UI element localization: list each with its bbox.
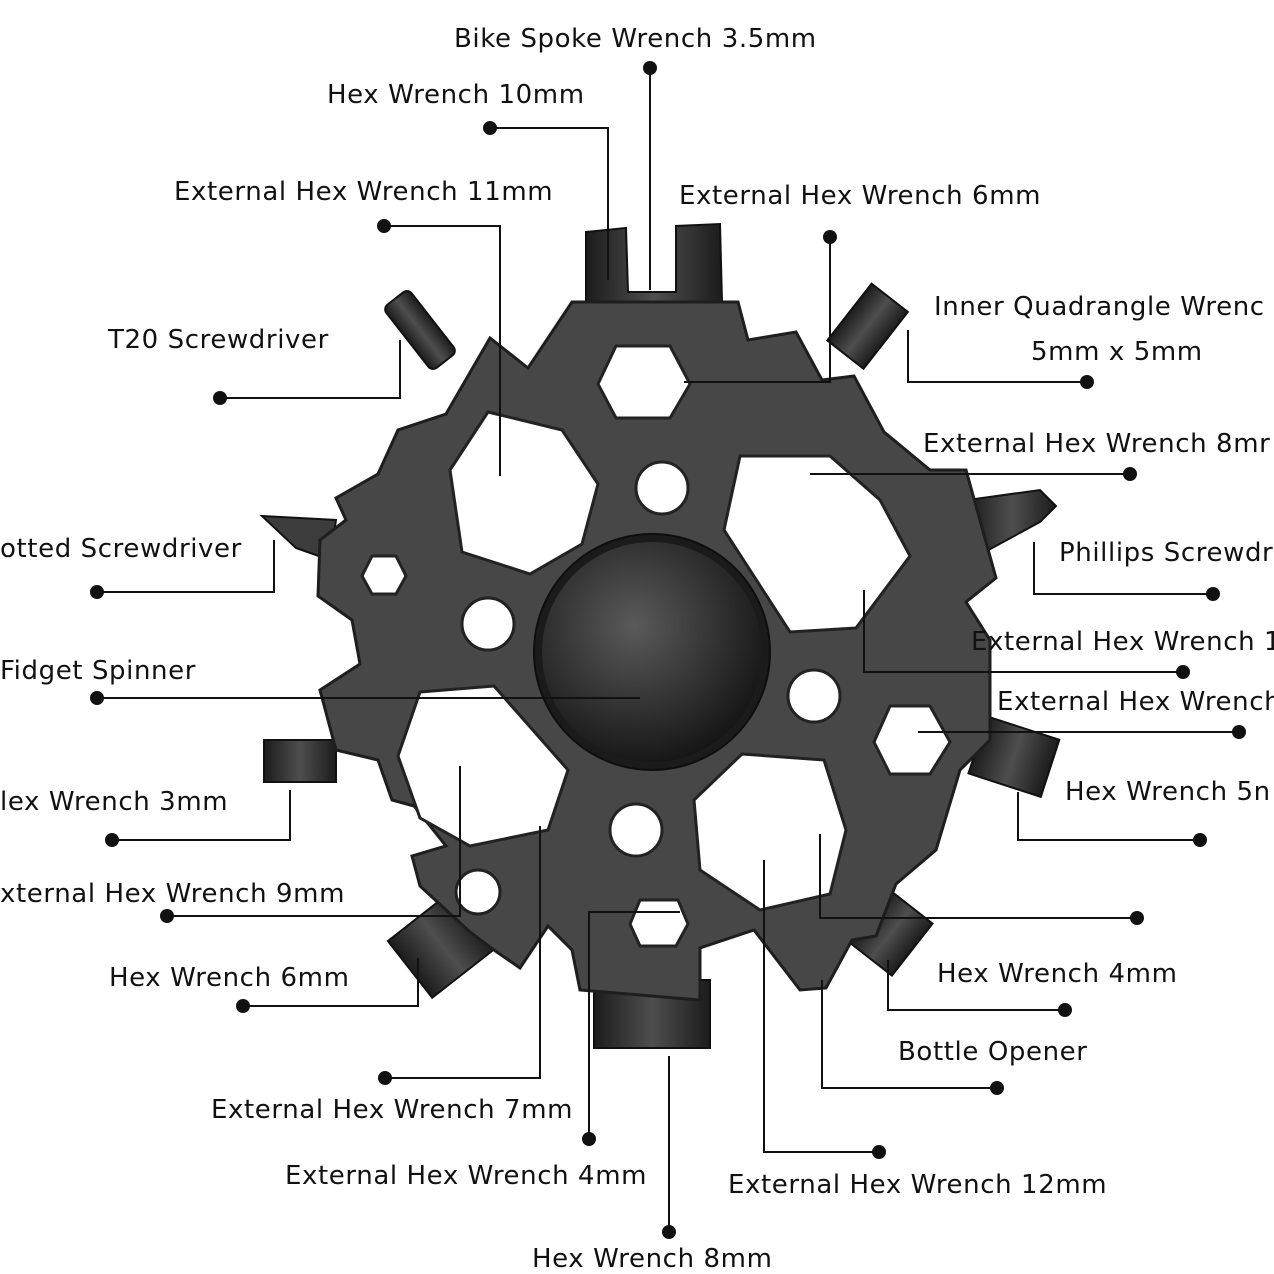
label-external-hex-wrench-1x: External Hex Wrench 1 [971,627,1274,657]
label-external-hex-wrench-4mm: External Hex Wrench 4mm [285,1161,648,1191]
leader-hex6 [243,958,419,1007]
leader-ext12 [763,860,879,1153]
leader-hex5 [1017,792,1200,841]
label-inner-quadrangle-wrench: Inner Quadrangle Wrenc [934,292,1265,322]
label-slotted-screwdriver: otted Screwdriver [0,534,242,564]
leader-dots [90,61,1246,1239]
hex-hole-12mm [692,752,848,912]
dot-slotted [90,585,104,599]
bike-spoke-wrench [585,222,724,308]
dot-inner-quad [1080,375,1094,389]
dot-t20 [213,391,227,405]
label-bike-spoke-wrench: Bike Spoke Wrench 3.5mm [454,24,817,54]
hex-hole-right [872,704,952,776]
round-hole-5 [454,868,502,916]
label-t20-screwdriver: T20 Screwdriver [108,325,329,355]
leader-inner-quad [907,330,1087,383]
spinner-hub [542,542,762,762]
hex3-bit [263,739,337,783]
t20-bit [384,290,456,370]
leader-ext4 [588,911,680,1139]
dot-hex3 [105,833,119,847]
leader-bottle [887,960,1065,1011]
dot-ext6 [823,230,837,244]
dot-ext-right [1232,725,1246,739]
dot-hex6 [236,999,250,1013]
leader-slotted [97,540,275,593]
dot-ext8 [1123,467,1137,481]
leader-lines [97,68,1239,1232]
hex-hole-small-left [360,554,408,596]
label-external-hex-wrench-8mm: External Hex Wrench 8mr [923,429,1271,459]
dot-phillips [1206,587,1220,601]
round-hole-1 [634,460,690,516]
dot-bottle [1058,1003,1072,1017]
dot-bike-spoke [643,61,657,75]
dot-ext4 [582,1132,596,1146]
label-inner-quadrangle-size: 5mm x 5mm [1031,337,1203,367]
dot-hex8 [662,1225,676,1239]
label-bottle-opener: Bottle Opener [898,1037,1088,1067]
dot-hex10 [483,121,497,135]
label-hex-wrench-6mm: Hex Wrench 6mm [109,963,350,993]
hex-hole-11mm [448,410,600,576]
leader-t20 [220,340,401,399]
label-phillips-screwdriver: Phillips Screwdr [1059,538,1274,568]
label-hex-wrench-10mm: Hex Wrench 10mm [327,80,585,110]
hex-hole-7mm [396,684,570,848]
leader-ext9 [167,766,461,917]
round-hole-4 [608,802,664,858]
leader-ext1x [863,590,1183,673]
label-hex-wrench-3mm: lex Wrench 3mm [0,787,229,817]
label-hex-wrench-5mm: Hex Wrench 5n [1065,777,1271,807]
inner-quadrangle-bit [825,282,910,371]
holes [360,344,952,948]
label-hex-wrench-4mm: Hex Wrench 4mm [937,959,1178,989]
label-fidget-spinner: Fidget Spinner [0,656,197,686]
label-external-hex-wrench-9mm: xternal Hex Wrench 9mm [0,879,346,909]
dot-bottle-2 [990,1081,1004,1095]
leader-bottle-2 [821,980,997,1089]
dot-hex4 [1130,911,1144,925]
leader-ext7 [385,826,541,1079]
leader-ext11 [384,225,501,476]
hex-hole-8mm [722,454,912,634]
hex-hole-bottom [628,898,690,948]
dot-ext11 [377,219,391,233]
leader-ext6 [684,237,831,383]
label-external-hex-wrench-right: External Hex Wrench [997,687,1274,717]
round-hole-2 [460,596,516,652]
label-hex-wrench-8mm: Hex Wrench 8mm [532,1244,773,1274]
leader-hex10 [490,127,609,280]
dot-fidget [90,691,104,705]
round-hole-3 [786,668,842,724]
label-external-hex-wrench-11mm: External Hex Wrench 11mm [174,177,554,207]
dot-ext9 [160,909,174,923]
label-external-hex-wrench-7mm: External Hex Wrench 7mm [211,1095,574,1125]
leader-phillips [1033,542,1213,595]
dot-ext1x [1176,665,1190,679]
dot-hex5 [1193,833,1207,847]
dot-ext12 [872,1145,886,1159]
leader-hex4 [819,834,1137,919]
label-external-hex-wrench-12mm: External Hex Wrench 12mm [728,1170,1108,1200]
dot-ext7 [378,1071,392,1085]
label-external-hex-wrench-6mm: External Hex Wrench 6mm [679,181,1042,211]
hex-hole-top [596,344,692,420]
leader-hex3 [112,790,291,841]
